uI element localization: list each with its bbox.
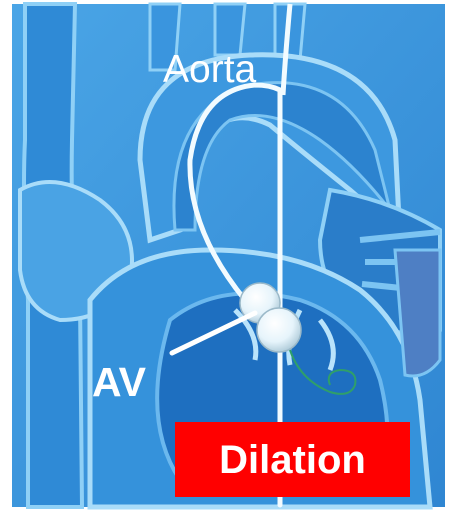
aorta-label: Aorta: [163, 50, 256, 89]
dilation-label: Dilation: [219, 440, 366, 480]
av-label: AV: [92, 362, 146, 403]
dilation-badge: Dilation: [175, 422, 410, 497]
